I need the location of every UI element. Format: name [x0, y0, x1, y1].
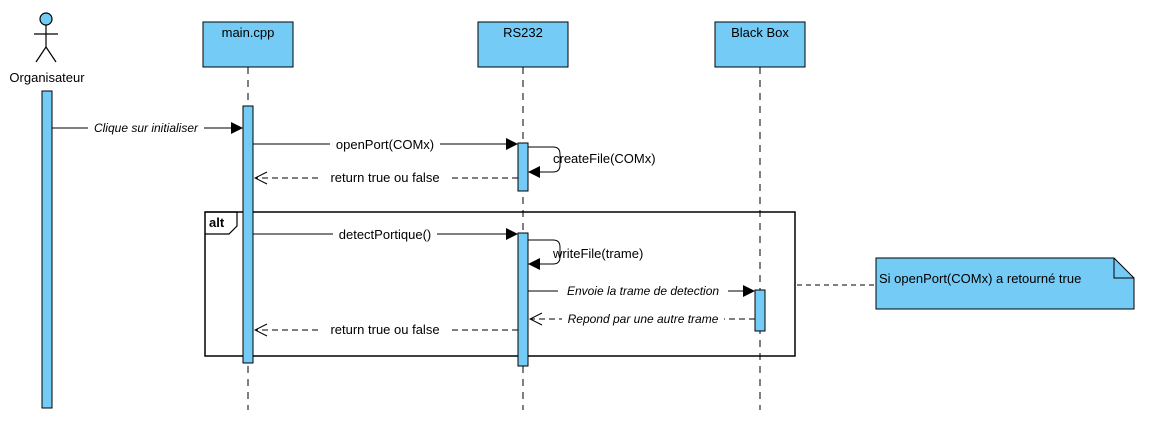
message-label: Envoie la trame de detection: [567, 284, 719, 298]
message-envoie-trame: Envoie la trame de detection: [528, 284, 755, 298]
message-repond-trame: Repond par une autre trame: [530, 312, 755, 326]
message-label: return true ou false: [330, 170, 439, 185]
activation-bar-rs232-1: [517, 142, 529, 192]
message-label: writeFile(trame): [552, 246, 643, 261]
alt-fragment: alt: [204, 211, 796, 357]
stick-figure-icon: [34, 12, 58, 63]
message-return-2: return true ou false: [255, 322, 518, 337]
message-label: createFile(COMx): [553, 151, 656, 166]
message-detectportique: detectPortique(): [253, 227, 518, 242]
participant-name: main.cpp: [222, 25, 275, 40]
note-fold-icon: [1113, 258, 1134, 279]
note-text: Si openPort(COMx) a retourné true: [879, 271, 1081, 286]
message-createfile: createFile(COMx): [528, 146, 656, 178]
actor-name: Organisateur: [9, 70, 85, 85]
message-label: Repond par une autre trame: [568, 312, 719, 326]
message-writefile: writeFile(trame): [528, 239, 643, 270]
note-body: [875, 257, 1135, 310]
fragment-operator: alt: [209, 215, 225, 230]
participant-box: [714, 21, 806, 68]
message-return-1: return true ou false: [255, 170, 518, 185]
participant-black-box: Black Box: [714, 21, 806, 68]
note: Si openPort(COMx) a retourné true: [875, 257, 1135, 310]
message-label: return true ou false: [330, 322, 439, 337]
participant-rs232: RS232: [477, 21, 569, 68]
fragment-operator-tab: [205, 211, 238, 235]
participant-main-cpp: main.cpp: [202, 21, 294, 68]
message-label: Clique sur initialiser: [94, 121, 199, 135]
participant-name: Black Box: [731, 25, 789, 40]
message-label: detectPortique(): [339, 227, 432, 242]
activation-bar-rs232-2: [517, 232, 529, 367]
activation-bar-main-cpp: [242, 105, 254, 364]
message-label: openPort(COMx): [336, 137, 434, 152]
actor-activation-bar: [41, 90, 53, 409]
activation-bar-black-box: [754, 289, 766, 332]
participant-name: RS232: [503, 25, 543, 40]
message-clique-sur-initialiser: Clique sur initialiser: [52, 121, 243, 135]
participant-box: [202, 21, 294, 68]
message-openport: openPort(COMx): [253, 137, 518, 152]
actor-organisateur: Organisateur: [9, 12, 85, 85]
fragment-frame: [204, 211, 796, 357]
